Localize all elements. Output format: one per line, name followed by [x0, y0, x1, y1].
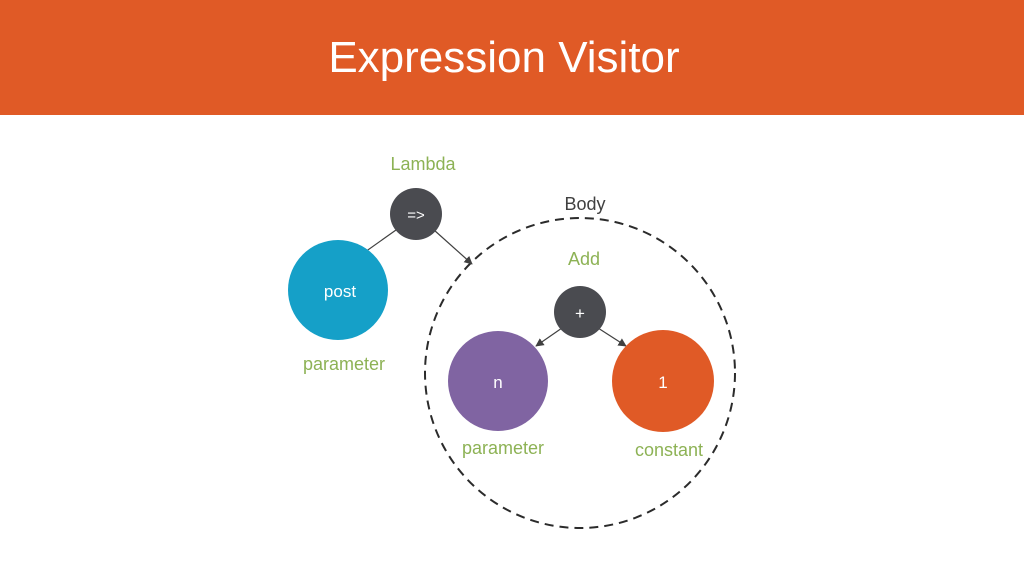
- add-label: Add: [568, 249, 600, 269]
- add-symbol: +: [575, 304, 585, 323]
- constant-label: constant: [635, 440, 703, 460]
- n-label: parameter: [462, 438, 544, 458]
- constant-node: [612, 330, 714, 432]
- lambda-label: Lambda: [390, 154, 456, 174]
- post-label: parameter: [303, 354, 385, 374]
- post-node: [288, 240, 388, 340]
- edge-lambda-to-body: [433, 229, 473, 265]
- n-node: [448, 331, 548, 431]
- body-label: Body: [564, 194, 605, 214]
- lambda-node: [390, 188, 442, 240]
- lambda-symbol: =>: [407, 207, 425, 224]
- slide-title: Expression Visitor: [328, 33, 680, 82]
- title-bar: Expression Visitor: [0, 0, 1024, 115]
- edge-add-to-constant: [597, 327, 627, 347]
- post-symbol: post: [324, 282, 356, 301]
- n-symbol: n: [493, 373, 502, 392]
- edge-add-to-n: [535, 327, 563, 347]
- add-node: [554, 286, 606, 338]
- body-boundary-circle: [424, 217, 736, 529]
- constant-symbol: 1: [658, 373, 667, 392]
